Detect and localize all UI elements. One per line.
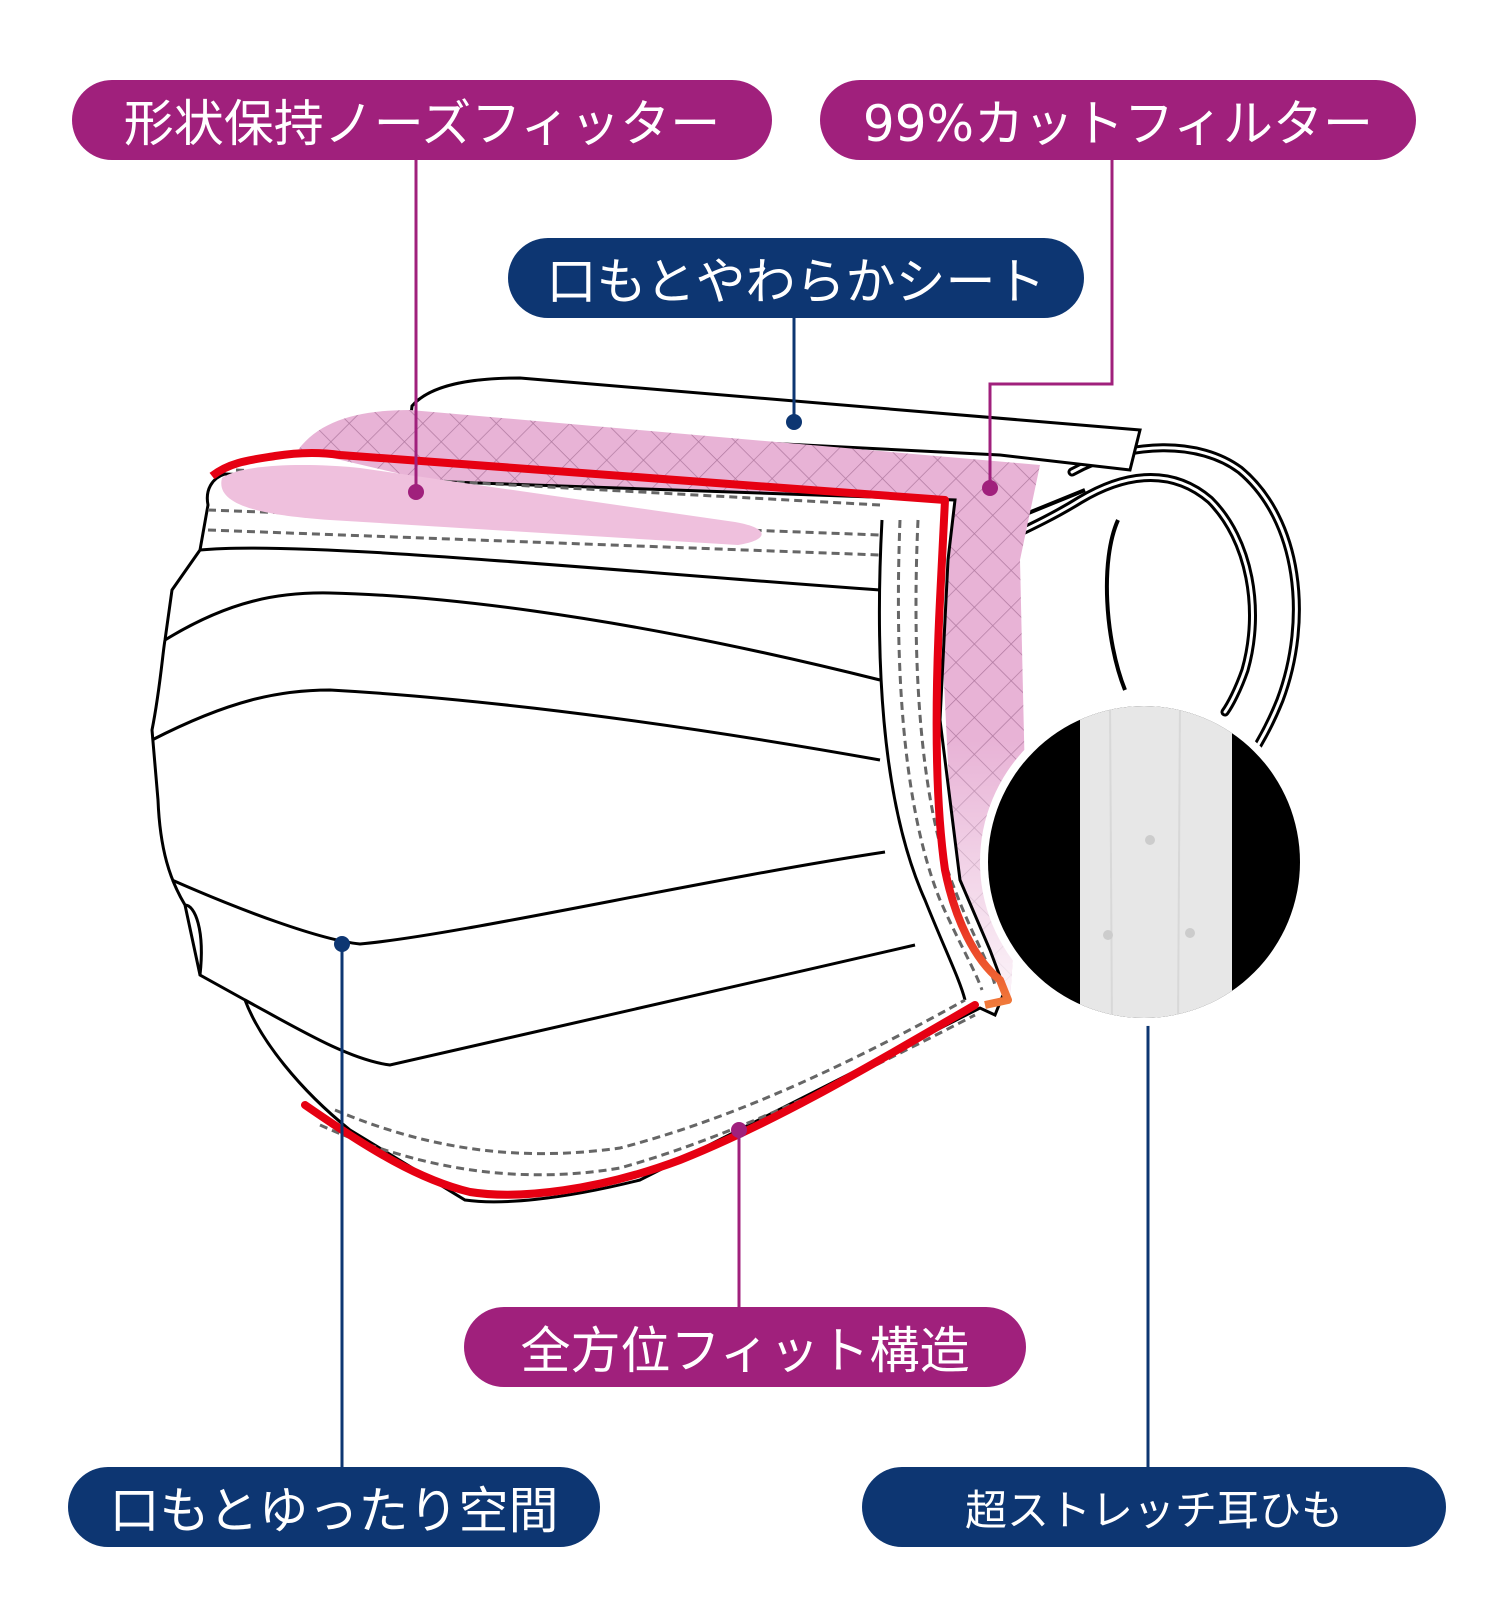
soft-sheet-shape (408, 376, 1142, 472)
label-mouth-space-text: 口もとゆったり空間 (109, 1482, 559, 1540)
label-filter: 99%カットフィルター (820, 80, 1416, 160)
label-soft-sheet-text: 口もとやわらかシート (546, 253, 1046, 311)
label-mouth-space: 口もとゆったり空間 (68, 1467, 600, 1547)
nose-fitter-shape (221, 465, 762, 545)
red-edge-bottom (301, 1001, 979, 1199)
label-ear-loop: 超ストレッチ耳ひも (862, 1467, 1446, 1547)
label-soft-sheet: 口もとやわらかシート (508, 238, 1084, 318)
label-nose-fitter: 形状保持ノーズフィッター (72, 80, 772, 160)
mask-body (150, 468, 1007, 1204)
label-all-fit-text: 全方位フィット構造 (520, 1322, 970, 1380)
leader-lines (334, 160, 1150, 1467)
label-all-fit: 全方位フィット構造 (464, 1307, 1026, 1387)
label-filter-text: 99%カットフィルター (862, 95, 1374, 153)
ear-loop-closeup (980, 698, 1308, 1026)
red-edge-top (209, 448, 1012, 1009)
label-nose-fitter-text: 形状保持ノーズフィッター (123, 95, 721, 153)
label-ear-loop-text: 超ストレッチ耳ひも (964, 1485, 1343, 1535)
